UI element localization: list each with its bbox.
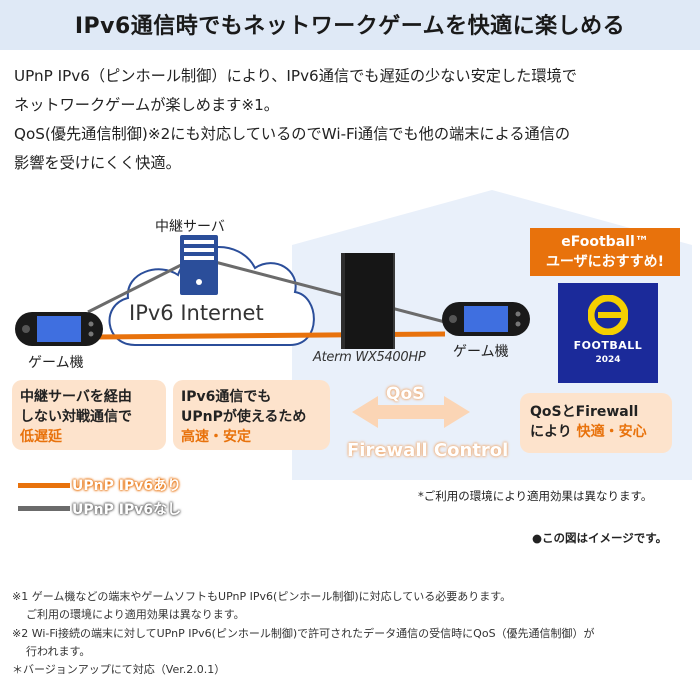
- feature-box-fast-stable: IPv6通信でも UPnPが使えるため 高速・安定: [173, 380, 330, 450]
- router-icon: [341, 253, 395, 349]
- legend-gray-line: [18, 506, 70, 511]
- footnote-3: ＊バージョンアップにて対応（Ver.2.0.1）: [12, 663, 226, 676]
- game-console-left-icon: [15, 312, 103, 346]
- relay-server-label: 中継サーバ: [155, 219, 225, 235]
- feature-box-low-latency: 中継サーバを経由 しない対戦通信で 低遅延: [12, 380, 166, 450]
- efootball-logo-text: FOOTBALL: [573, 339, 643, 352]
- internet-label: IPv6 Internet: [129, 301, 264, 325]
- gray-line-left: [87, 256, 196, 314]
- legend-orange-line: [18, 483, 70, 488]
- feature-box-comfort-safe: QoSとFirewall により 快適・安心: [520, 393, 672, 453]
- intro-line-2: ネットワークゲームが楽しめます※1。: [14, 96, 279, 114]
- legend-with-upnp: UPnP IPv6あり: [72, 478, 182, 494]
- efootball-banner: eFootball™ ユーザにおすすめ!: [530, 228, 680, 276]
- efootball-emblem-icon: [588, 295, 628, 335]
- qos-label: QoS: [386, 384, 425, 404]
- environment-note: *ご利用の環境により適用効果は異なります。: [418, 489, 653, 503]
- footnote-1: ※1 ゲーム機などの端末やゲームソフトもUPnP IPv6(ピンホール制御)に対…: [12, 590, 512, 603]
- game-console-left-label: ゲーム機: [28, 355, 84, 371]
- gray-line-right: [214, 260, 446, 324]
- intro-line-4: 影響を受けにくく快適。: [14, 154, 181, 172]
- qos-arrow-icon: [352, 396, 470, 428]
- server-icon: [180, 235, 218, 295]
- legend-without-upnp: UPnP IPv6なし: [72, 502, 182, 518]
- efootball-logo-year: 2024: [595, 355, 621, 365]
- footnote-2: ※2 Wi-Fi接続の端末に対してUPnP IPv6(ピンホール制御)で許可され…: [12, 627, 595, 640]
- footnote-1-cont: ご利用の環境により適用効果は異なります。: [26, 608, 245, 621]
- game-console-right-label: ゲーム機: [453, 344, 509, 360]
- footnote-2-cont: 行われます。: [26, 645, 91, 658]
- image-note: ●この図はイメージです。: [532, 531, 668, 545]
- firewall-control-label: Firewall Control: [347, 440, 509, 461]
- intro-line-1: UPnP IPv6（ピンホール制御）により、IPv6通信でも遅延の少ない安定した…: [14, 67, 577, 85]
- router-label: Aterm WX5400HP: [313, 350, 426, 365]
- game-console-right-icon: [442, 302, 530, 336]
- page-title: IPv6通信時でもネットワークゲームを快適に楽しめる: [74, 14, 626, 39]
- internet-cloud-icon: [108, 246, 315, 346]
- title-bar: IPv6通信時でもネットワークゲームを快適に楽しめる: [0, 0, 700, 50]
- intro-line-3: QoS(優先通信制御)※2にも対応しているのでWi-Fi通信でも他の端末による通…: [14, 125, 571, 143]
- efootball-logo: FOOTBALL 2024: [558, 283, 658, 383]
